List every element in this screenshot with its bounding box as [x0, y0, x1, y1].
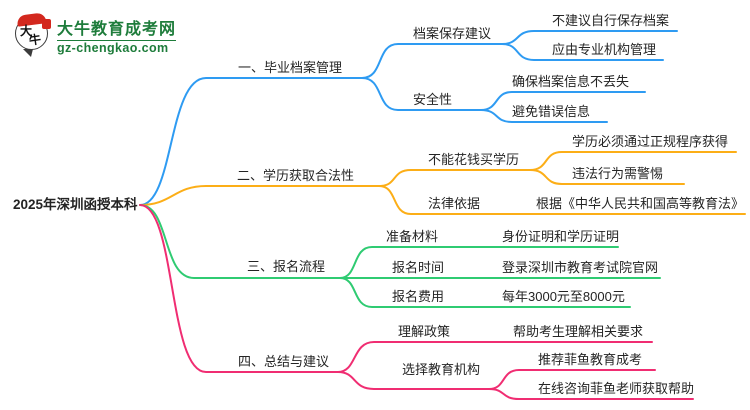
- node-avoid-error: 避免错误信息: [512, 104, 591, 119]
- node-recommend-feiyu: 推荐菲鱼教育成考: [538, 352, 643, 367]
- node-prepare-materials: 准备材料: [386, 229, 439, 244]
- red-seal-stamp-icon: [42, 19, 51, 29]
- node-fee-range: 每年3000元至8000元: [502, 289, 625, 304]
- node-safety: 安全性: [413, 92, 453, 107]
- node-education-law: 根据《中华人民共和国高等教育法》: [536, 196, 745, 211]
- branch-2-lines: [139, 151, 746, 215]
- branch-1-lines: [139, 30, 678, 206]
- branch-3-label: 三、报名流程: [247, 259, 326, 274]
- node-id-proof: 身份证明和学历证明: [502, 229, 620, 244]
- node-beware-illegal: 违法行为需警惕: [572, 166, 664, 181]
- site-logo: 大 牛 大牛教育成考网 gz-chengkao.com: [14, 12, 177, 57]
- node-legal-basis: 法律依据: [428, 196, 481, 211]
- node-info-no-loss: 确保档案信息不丢失: [512, 74, 630, 89]
- node-no-buy-degree: 不能花钱买学历: [428, 152, 520, 167]
- site-url: gz-chengkao.com: [57, 40, 177, 55]
- speech-bubble-tail: [23, 49, 33, 57]
- logo-char-bottom: 牛: [28, 32, 42, 48]
- node-login-website: 登录深圳市教育考试院官网: [502, 260, 659, 275]
- branch-4-lines: [139, 204, 694, 400]
- logo-char-top: 大: [20, 24, 33, 38]
- branch-4-label: 四、总结与建议: [238, 354, 330, 369]
- site-name: 大牛教育成考网: [57, 21, 177, 38]
- branch-2-label: 二、学历获取合法性: [237, 168, 355, 183]
- node-register-time: 报名时间: [392, 260, 445, 275]
- node-agency-manage: 应由专业机构管理: [552, 42, 657, 57]
- root-node: 2025年深圳函授本科: [13, 197, 138, 212]
- node-formal-process: 学历必须通过正规程序获得: [572, 134, 729, 149]
- logo-text-block: 大牛教育成考网 gz-chengkao.com: [57, 13, 177, 55]
- node-archive-advice: 档案保存建议: [413, 26, 492, 41]
- node-help-understand: 帮助考生理解相关要求: [513, 324, 644, 339]
- node-no-self-keep: 不建议自行保存档案: [552, 13, 670, 28]
- node-understand-policy: 理解政策: [398, 324, 451, 339]
- daniu-bull-speech-bubble-icon: 大 牛: [14, 12, 52, 57]
- branch-1-label: 一、毕业档案管理: [238, 60, 343, 75]
- node-register-fee: 报名费用: [392, 289, 445, 304]
- node-online-consult: 在线咨询菲鱼老师获取帮助: [538, 381, 695, 396]
- node-choose-agency: 选择教育机构: [402, 362, 481, 377]
